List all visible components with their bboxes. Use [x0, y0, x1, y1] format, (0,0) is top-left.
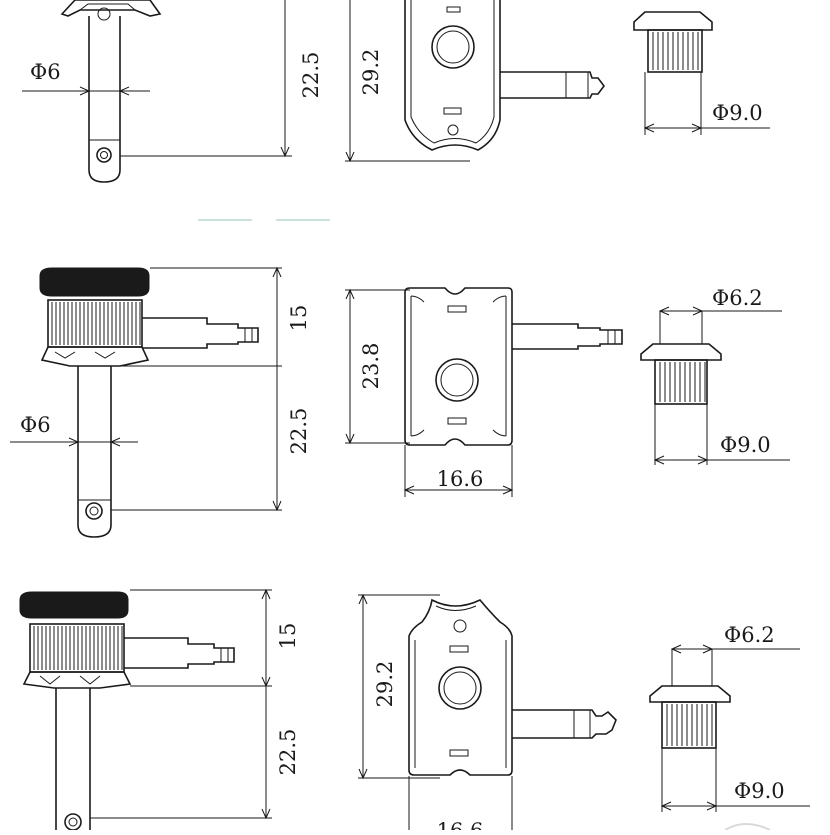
row-2-post-front [512, 323, 623, 350]
row-3-plate-width-dim: 16.6 [408, 776, 513, 835]
row-3-plate-height-dim: 29.2 [358, 593, 440, 780]
phi-label: Φ6 [20, 413, 51, 437]
row-3-plate-front-view [408, 598, 513, 776]
dimension-label: 15 [287, 305, 311, 332]
row-1-shaft-diameter-dim: Φ6 [22, 60, 150, 96]
dimension-label: 23.8 [359, 343, 383, 390]
row-1-plate-height-dim: 29.2 [345, 0, 470, 163]
row-3-bushing-outer-dim: Φ9.0 [660, 748, 810, 812]
row-1-shaft-length-dim: 22.5 [120, 0, 323, 158]
row-3-shaft-length-dim: 22.5 [90, 729, 300, 820]
row-3-knob-height-dim: 15 [130, 588, 300, 818]
dimension-label: 16.6 [437, 467, 484, 491]
row-1-bushing-outer-dim: Φ9.0 [643, 72, 770, 135]
phi-label: Φ9.0 [712, 101, 763, 125]
row-1-side-view [60, 0, 162, 183]
row-2-side-view [39, 267, 259, 538]
row-3-side-view [19, 591, 235, 831]
dimension-label: 22.5 [287, 408, 311, 455]
row-1-post-side [500, 71, 605, 99]
row-2-bushing-outer-dim: Φ9.0 [653, 404, 790, 465]
row-1-bushing [633, 11, 713, 73]
row-2-plate-front-view [404, 287, 513, 446]
row-1-plate-front-view [404, 0, 501, 151]
row-2-shaft-length-dim: 22.5 [111, 408, 311, 512]
row-2-bushing [640, 343, 722, 405]
phi-label: Φ9.0 [734, 779, 785, 803]
row-2-bushing-inner-dim: Φ6.2 [658, 286, 782, 344]
dimension-label: 29.2 [359, 49, 383, 96]
row-2-plate-height-dim: 23.8 [345, 288, 410, 445]
row-3-bushing [649, 685, 731, 749]
dimension-label: 22.5 [299, 52, 323, 99]
dimension-label: 29.2 [373, 661, 397, 708]
row-3-post-side [512, 709, 617, 739]
phi-label: Φ9.0 [720, 433, 771, 457]
phi-label: Φ6.2 [712, 286, 763, 310]
row-2-shaft-diameter-dim: Φ6 [10, 413, 138, 447]
dimension-label: 16.6 [437, 819, 484, 830]
phi-label: Φ6.2 [724, 623, 775, 647]
row-2-knob-height-dim: 15 [118, 266, 311, 510]
dimension-label: 15 [276, 623, 300, 650]
row-2-plate-width-dim: 16.6 [403, 445, 514, 497]
dimension-label: 22.5 [276, 729, 300, 776]
row-3-bushing-inner-dim: Φ6.2 [670, 623, 800, 686]
phi-label: Φ6 [30, 60, 61, 84]
